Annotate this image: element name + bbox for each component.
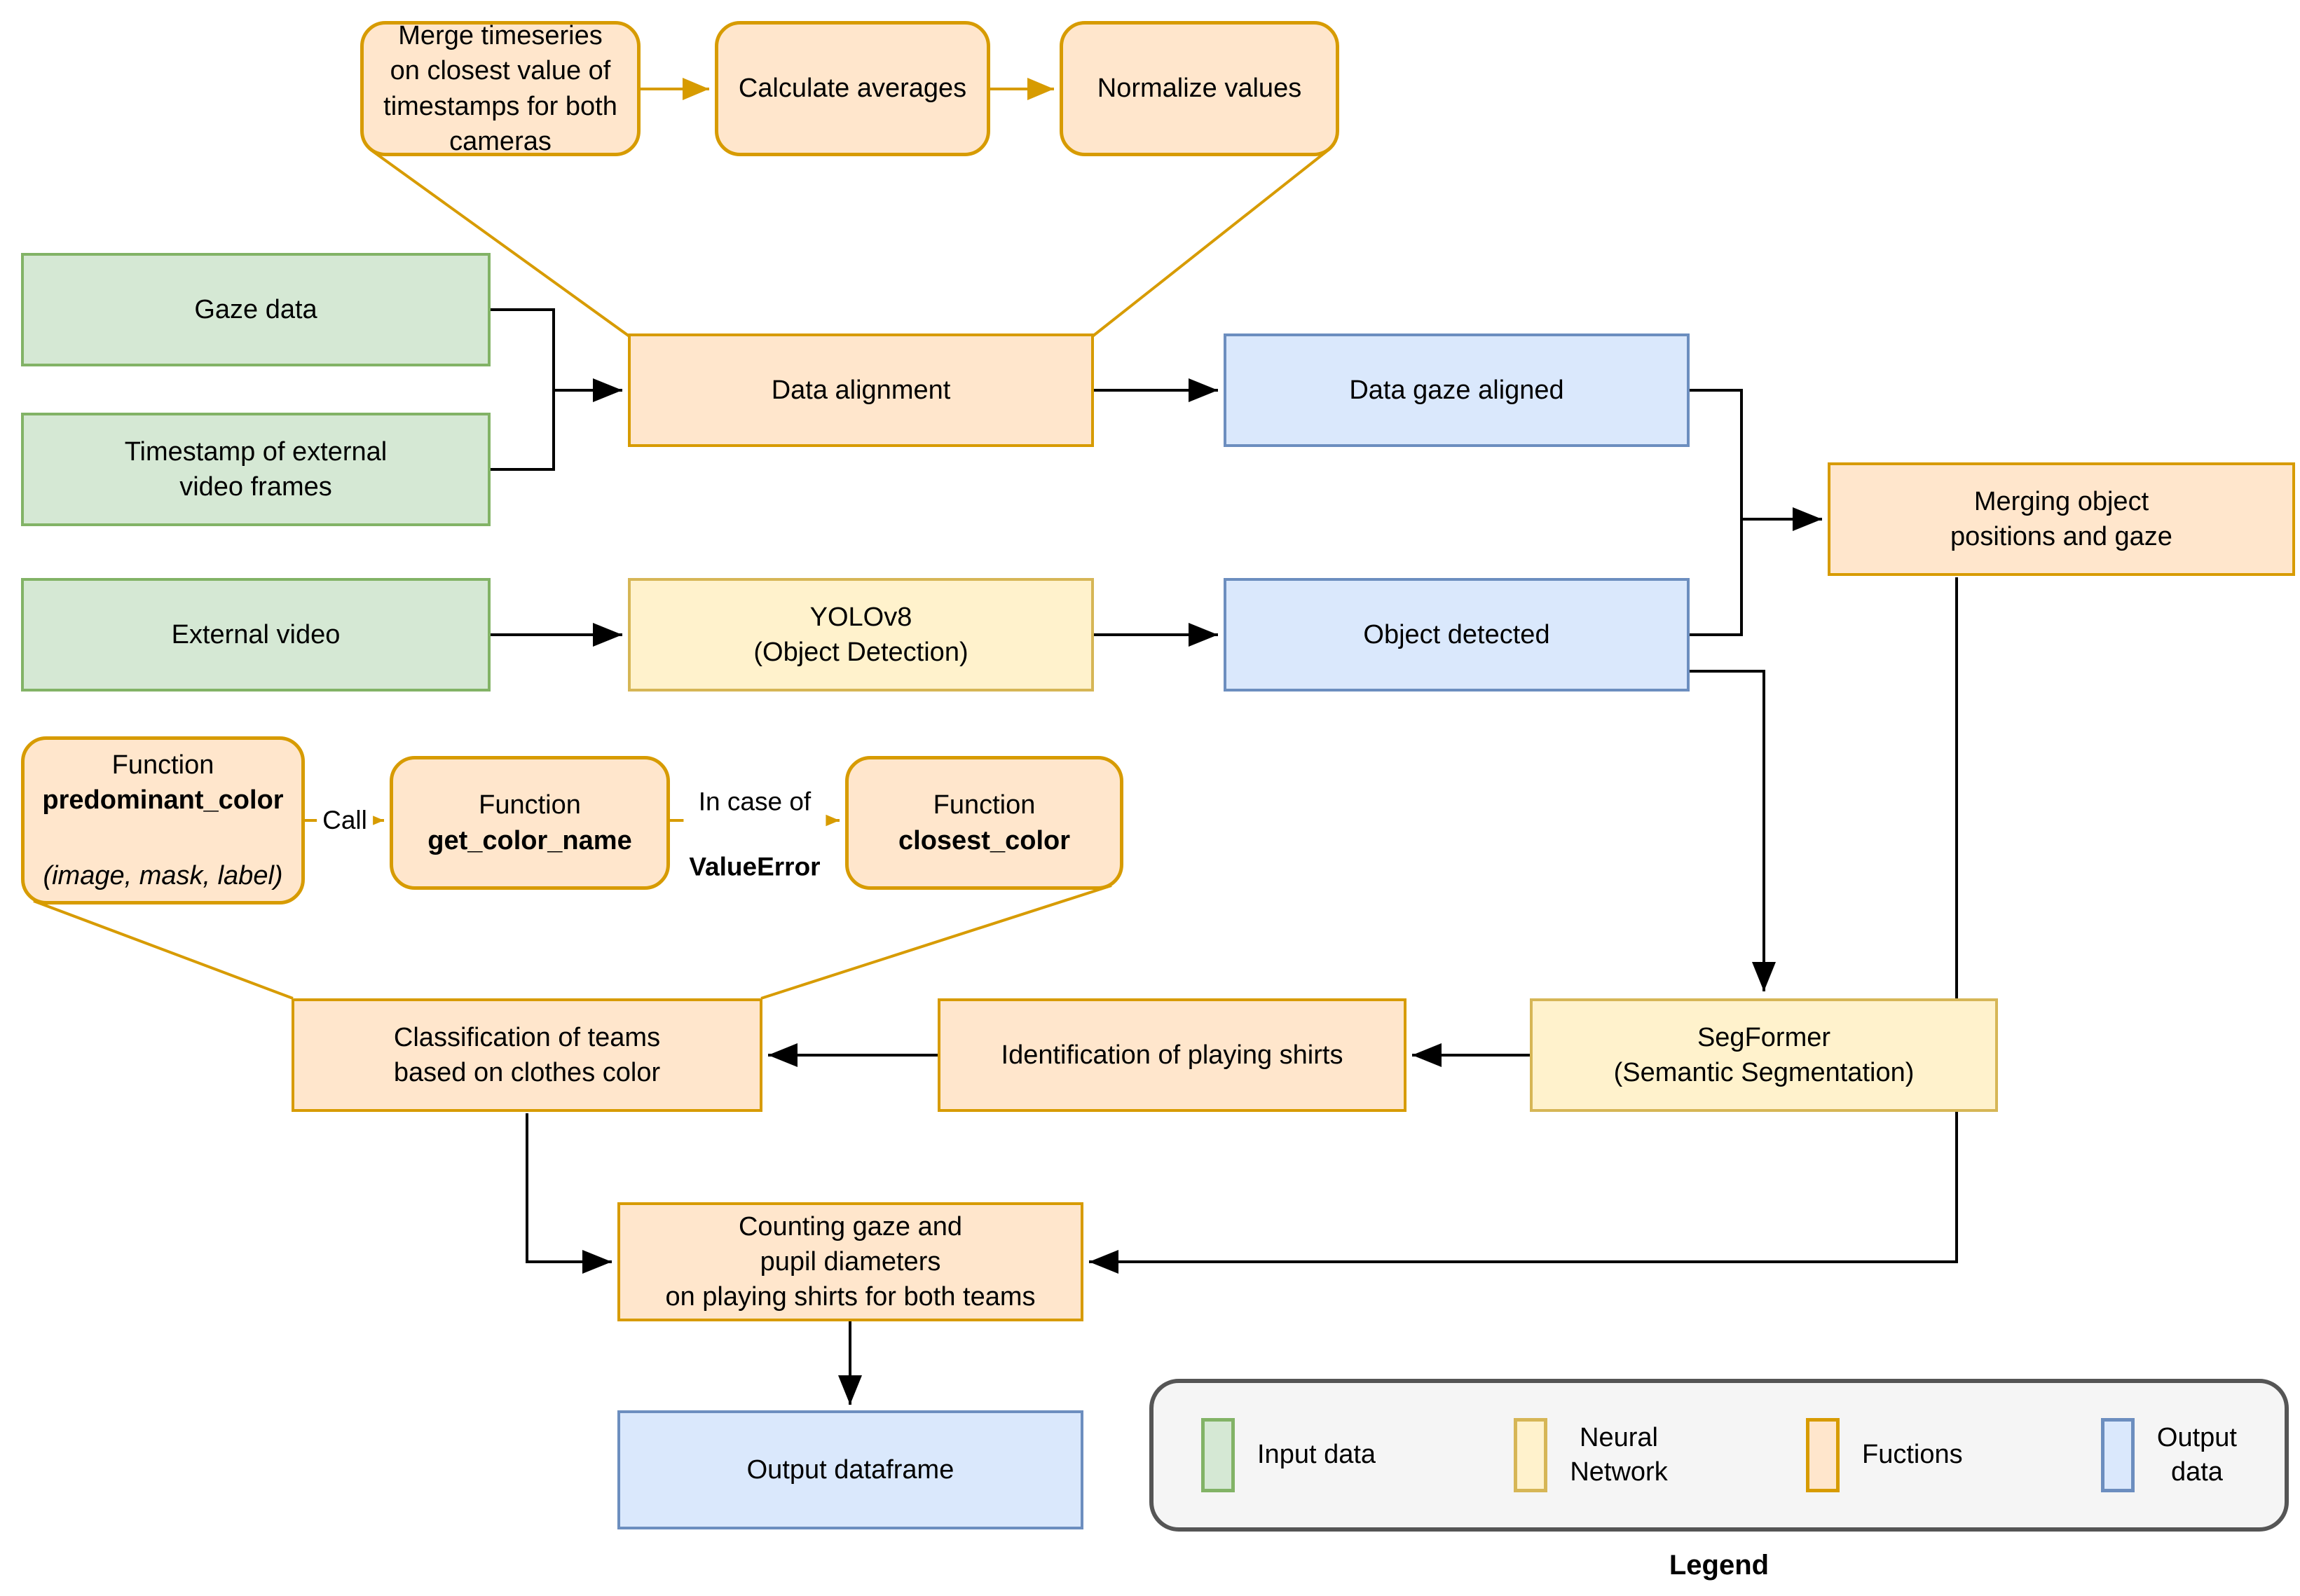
legend-item-output-data: Output data bbox=[2100, 1418, 2237, 1492]
legend-label: Neural Network bbox=[1570, 1422, 1668, 1487]
edge-classification-to-counting bbox=[526, 1113, 612, 1274]
legend-item-input-data: Input data bbox=[1201, 1418, 1376, 1492]
node-fn-get-color-name: Function get_color_name bbox=[390, 756, 670, 890]
legend-label: Fuctions bbox=[1861, 1440, 1963, 1470]
edge-label-call: Call bbox=[317, 802, 373, 839]
node-fn-closest-color: Function closest_color bbox=[845, 756, 1123, 890]
funnel-normalize-values-to-data-alignment bbox=[1091, 150, 1328, 338]
node-calculate-averages: Calculate averages bbox=[715, 21, 990, 156]
edge-gaze-to-junction bbox=[491, 308, 555, 390]
node-data-gaze-aligned: Data gaze aligned bbox=[1224, 333, 1690, 447]
funnel-closest-to-classification bbox=[760, 884, 1112, 1000]
input-data-swatch bbox=[1201, 1418, 1235, 1492]
node-normalize-values: Normalize values bbox=[1060, 21, 1339, 156]
legend-title: Legend bbox=[1669, 1550, 1770, 1581]
node-counting: Counting gaze and pupil diameters on pla… bbox=[617, 1202, 1083, 1321]
legend-label: Output data bbox=[2156, 1422, 2237, 1487]
node-merging-object: Merging object positions and gaze bbox=[1828, 462, 2295, 576]
node-object-detected: Object detected bbox=[1224, 578, 1690, 692]
fn-prefix: Function bbox=[111, 750, 214, 780]
node-merge-timeseries: Merge timeseries on closest value of tim… bbox=[360, 21, 641, 156]
edge-object-detected-to-segformer bbox=[1690, 670, 1776, 991]
node-gaze-data: Gaze data bbox=[21, 253, 491, 366]
node-fn-predominant-color: Function predominant_color (image, mask,… bbox=[21, 736, 305, 904]
functions-swatch bbox=[1805, 1418, 1840, 1492]
legend-item-functions: Fuctions bbox=[1805, 1418, 1963, 1492]
funnel-predominant-to-classification bbox=[33, 900, 294, 1000]
node-output-dataframe: Output dataframe bbox=[617, 1410, 1083, 1529]
neural-network-swatch bbox=[1514, 1418, 1548, 1492]
edge-timestamp-to-junction bbox=[491, 390, 555, 471]
fn-prefix: Function bbox=[479, 790, 581, 820]
edge-label-valueerror-bold: ValueError bbox=[689, 852, 821, 881]
funnel-merge-timeseries-to-data-alignment bbox=[371, 150, 631, 338]
node-data-alignment: Data alignment bbox=[628, 333, 1094, 447]
fn-prefix: Function bbox=[933, 790, 1036, 820]
node-external-video: External video bbox=[21, 578, 491, 692]
fn-args: (image, mask, label) bbox=[43, 861, 283, 891]
legend-item-neural-network: Neural Network bbox=[1514, 1418, 1668, 1492]
node-classification: Classification of teams based on clothes… bbox=[292, 998, 762, 1112]
node-identification: Identification of playing shirts bbox=[938, 998, 1406, 1112]
fn-name: closest_color bbox=[898, 825, 1070, 855]
legend-label: Input data bbox=[1257, 1440, 1376, 1470]
edge-object-detected-to-junction2 bbox=[1690, 519, 1743, 636]
edge-data-gaze-aligned-to-junction2 bbox=[1690, 389, 1743, 519]
edge-merging-to-counting bbox=[1089, 577, 1958, 1274]
output-data-swatch bbox=[2100, 1418, 2135, 1492]
legend-box: Input data Neural Network Fuctions Outpu… bbox=[1149, 1379, 2289, 1532]
node-segformer: SegFormer (Semantic Segmentation) bbox=[1530, 998, 1998, 1112]
edge-label-in-case-of: In case of bbox=[698, 787, 812, 816]
fn-name: predominant_color bbox=[42, 785, 284, 815]
node-yolov8: YOLOv8 (Object Detection) bbox=[628, 578, 1094, 692]
edge-label-valueerror: In case of ValueError bbox=[683, 752, 826, 885]
node-timestamp-frames: Timestamp of external video frames bbox=[21, 413, 491, 526]
fn-name: get_color_name bbox=[427, 825, 632, 855]
